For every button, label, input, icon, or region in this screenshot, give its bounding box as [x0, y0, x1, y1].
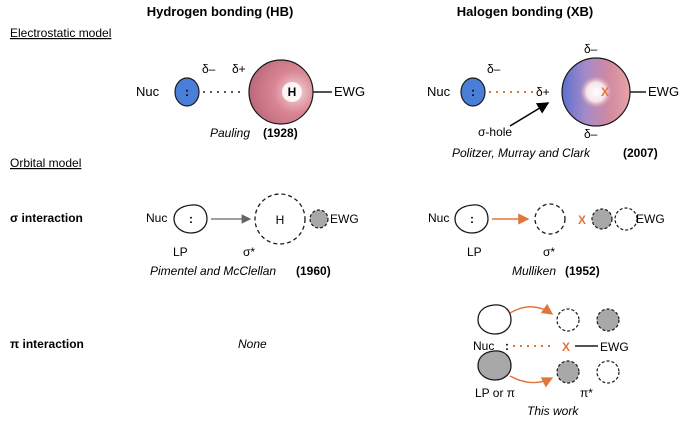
xb-pi-arrow-top — [509, 303, 554, 315]
hb-sigma-star-orbital — [254, 193, 306, 245]
hb-sigma-lone-pair-dots: : — [189, 212, 193, 226]
hb-electrostatic-model: Nuc : δ– δ+ H EWG Pauling (1928) — [136, 59, 365, 140]
xb-pi-x-label: X — [562, 340, 570, 354]
orbital-model-label: Orbital model — [10, 156, 81, 170]
xb-column-header: Halogen bonding (XB) — [457, 4, 593, 19]
xb-delta-minus-top: δ– — [584, 42, 598, 56]
hb-electrostatic-citation-year: (1928) — [263, 126, 298, 140]
hb-sigma-citation-name: Pimentel and McClellan — [150, 264, 276, 278]
hb-h-atom-sphere — [248, 59, 314, 125]
xb-pi-lone-pair-lobe-bottom — [477, 350, 512, 381]
hb-lp-label: LP — [173, 245, 188, 259]
xb-electrostatic-citation-year: (2007) — [623, 146, 658, 160]
xb-sigma-lone-pair-dots: : — [470, 212, 474, 226]
xb-sigma-citation-name: Mulliken — [512, 264, 556, 278]
xb-lp-label: LP — [467, 245, 482, 259]
hb-sigma-ewg-label: EWG — [330, 212, 359, 226]
hb-h-atom-label: H — [288, 85, 297, 99]
xb-pi-star-lobe-top-right — [596, 308, 620, 332]
hb-sigma-nuc-label: Nuc — [146, 211, 167, 225]
xb-pi-ewg-label: EWG — [600, 340, 629, 354]
xb-electrostatic-citation-name: Politzer, Murray and Clark — [452, 146, 591, 160]
xb-sigma-x-label: X — [578, 213, 586, 227]
xb-sigma-hole-label: σ-hole — [478, 125, 512, 139]
hb-sigma-h-label: H — [276, 213, 285, 227]
xb-pi-nuc-label: Nuc — [473, 339, 494, 353]
xb-x-atom-label: X — [601, 85, 609, 99]
hb-delta-minus: δ– — [202, 62, 216, 76]
electrostatic-model-label: Electrostatic model — [10, 26, 111, 40]
hb-ewg-label: EWG — [334, 84, 365, 99]
hb-sigma-interaction: Nuc : H EWG LP σ* Pimentel and McClellan… — [146, 193, 359, 278]
xb-sigma-citation-year: (1952) — [565, 264, 600, 278]
xb-ewg-lobe — [614, 207, 638, 231]
xb-sigma-nuc-label: Nuc — [428, 211, 449, 225]
hb-nuc-lone-pair-lobe — [174, 77, 200, 107]
sigma-interaction-row-label: σ interaction — [10, 211, 83, 225]
xb-pi-star-label: π* — [580, 386, 593, 400]
xb-nuc-label: Nuc — [427, 84, 451, 99]
xb-pi-star-lobe-bottom-left — [556, 360, 580, 384]
xb-pi-star-lobe-bottom-right — [596, 360, 620, 384]
xb-sigma-interaction: Nuc : X EWG LP σ* Mulliken (1952) — [428, 203, 665, 278]
xb-pi-star-lobe-top-left — [556, 308, 580, 332]
xb-x-back-lobe — [591, 208, 613, 230]
hb-lone-pair-dots: : — [185, 85, 189, 99]
xb-delta-minus-nuc: δ– — [487, 62, 501, 76]
xb-lone-pair-lobe — [454, 204, 489, 234]
hb-electrostatic-citation-name: Pauling — [210, 126, 250, 140]
xb-sigma-star-orbital — [534, 203, 566, 235]
hb-ewg-lobe — [309, 209, 329, 229]
xb-pi-lone-pair-dots: : — [505, 339, 509, 353]
xb-lp-or-pi-label: LP or π — [475, 386, 515, 400]
xb-sigma-hole-region — [580, 76, 612, 108]
sigma-hole-pointer-arrow — [509, 102, 550, 127]
pi-interaction-row-label: π interaction — [10, 337, 84, 351]
xb-pi-arrow-bottom — [509, 375, 554, 388]
xb-delta-minus-bottom: δ– — [584, 127, 598, 141]
hb-pi-none: None — [238, 337, 267, 351]
this-work-label: This work — [527, 404, 579, 418]
hb-nuc-label: Nuc — [136, 84, 160, 99]
xb-pi-lone-pair-lobe-top — [477, 304, 512, 335]
hb-sigma-citation-year: (1960) — [296, 264, 331, 278]
xb-sigma-star-label: σ* — [543, 245, 555, 259]
hb-column-header: Hydrogen bonding (HB) — [147, 4, 294, 19]
hb-delta-plus: δ+ — [232, 62, 246, 76]
xb-lone-pair-dots: : — [471, 85, 475, 99]
xb-electrostatic-model: Nuc : δ– δ+ X δ– δ– EWG σ-hole Politzer,… — [427, 42, 679, 160]
xb-delta-plus: δ+ — [536, 85, 550, 99]
xb-ewg-label: EWG — [648, 84, 679, 99]
xb-sigma-ewg-label: EWG — [636, 212, 665, 226]
hb-sigma-star-label: σ* — [243, 245, 255, 259]
hb-positive-region — [282, 82, 302, 102]
hb-lone-pair-lobe — [173, 204, 208, 234]
xb-nuc-lone-pair-lobe — [460, 77, 486, 107]
xb-pi-interaction: Nuc : X EWG LP or π π* This work — [473, 303, 629, 418]
